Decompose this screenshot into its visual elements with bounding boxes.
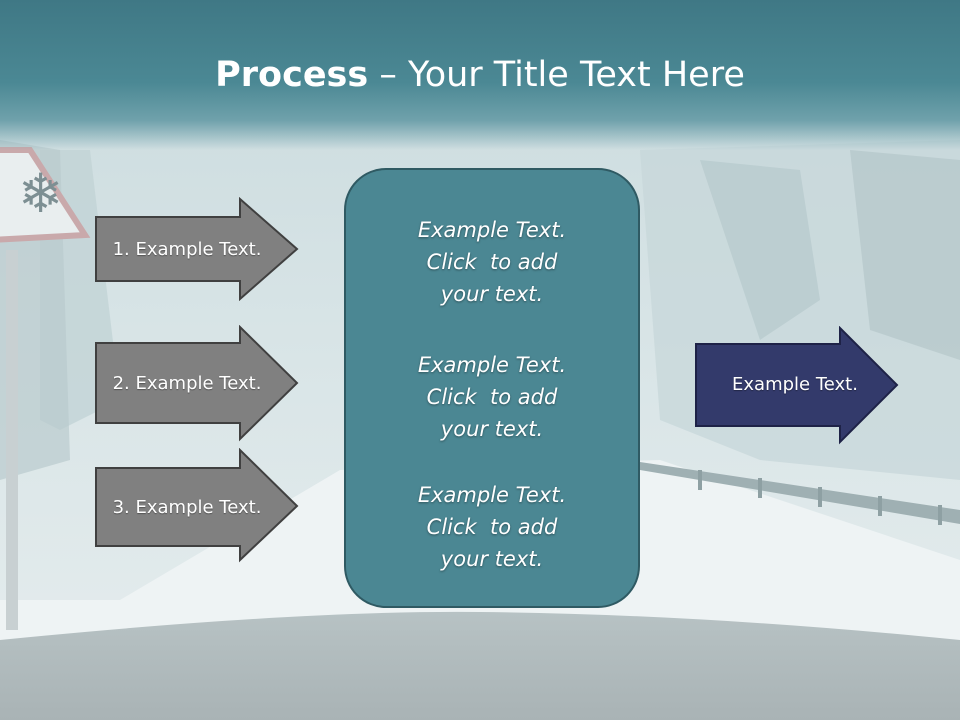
center-block-2: Example Text. Click to add your text.	[346, 349, 638, 445]
title-bold: Process	[215, 55, 369, 95]
title-bar	[0, 0, 960, 150]
left-arrow-3-label: 3. Example Text.	[112, 496, 262, 518]
center-block-1: Example Text. Click to add your text.	[346, 214, 638, 310]
title-rest: – Your Title Text Here	[368, 55, 745, 95]
left-arrow-3[interactable]	[94, 448, 300, 564]
center-text-box[interactable]: Example Text. Click to add your text. Ex…	[344, 168, 640, 608]
center-block-3-line-2: Click to add	[426, 515, 558, 539]
center-block-3-line-3: your text.	[440, 547, 544, 571]
center-block-1-line-2: Click to add	[426, 250, 558, 274]
center-block-2-line-2: Click to add	[426, 385, 558, 409]
left-arrow-2-label: 2. Example Text.	[112, 372, 262, 394]
right-arrow[interactable]	[694, 326, 900, 446]
svg-text:❄: ❄	[18, 162, 63, 225]
center-block-3-line-1: Example Text.	[417, 483, 567, 507]
center-block-2-line-3: your text.	[440, 417, 544, 441]
center-block-3: Example Text. Click to add your text.	[346, 479, 638, 575]
slide-title[interactable]: Process – Your Title Text Here	[0, 52, 960, 98]
left-arrow-1[interactable]	[94, 197, 300, 301]
center-block-1-line-3: your text.	[440, 282, 544, 306]
center-block-2-line-1: Example Text.	[417, 353, 567, 377]
left-arrow-1-label: 1. Example Text.	[112, 238, 262, 260]
left-arrow-2[interactable]	[94, 325, 300, 443]
right-arrow-label: Example Text.	[732, 373, 858, 395]
center-block-1-line-1: Example Text.	[417, 218, 567, 242]
